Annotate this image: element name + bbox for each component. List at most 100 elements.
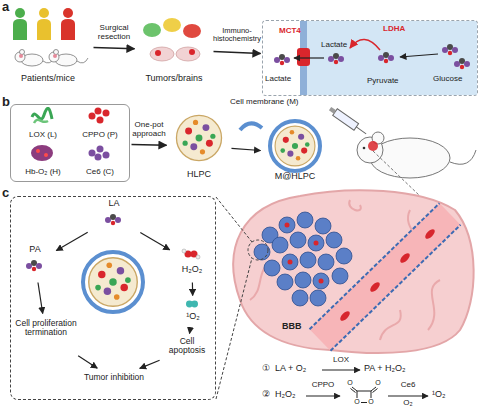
brain (233, 190, 473, 353)
panel-label: c (2, 186, 16, 200)
tumor-cluster (313, 273, 329, 289)
flow-arrow (131, 144, 166, 146)
ingredient-icons (89, 150, 96, 157)
edge-label: One-pot approach (129, 121, 169, 139)
dioxetanedione-structure (357, 391, 358, 398)
zoom-callout (216, 258, 252, 399)
tumor-cluster (279, 217, 295, 233)
cell-illustration (274, 54, 290, 65)
node-text: MCT4 (279, 27, 319, 36)
reagent-label: O₂ (388, 399, 428, 408)
reaction-text: LA + O₂ (275, 364, 321, 374)
cell-illustration (297, 48, 310, 66)
edge-label: Surgical resection (91, 24, 137, 42)
nanoparticles (89, 258, 138, 307)
flow-arrow (192, 282, 193, 295)
dioxetanedione-structure (373, 389, 378, 393)
enzyme-label: LOX (322, 356, 360, 365)
tumor-samples (176, 47, 200, 61)
nanoparticles (176, 115, 221, 160)
nanoparticles (270, 121, 320, 171)
mouse-icons (53, 54, 57, 58)
tumor-cluster (272, 237, 288, 253)
mouse (450, 150, 476, 164)
tumor-cluster (264, 260, 280, 276)
ingredient-icons (31, 145, 53, 161)
tumor-cluster (315, 218, 331, 234)
reaction-arrows (388, 395, 428, 396)
reaction-text: H₂O₂ (275, 390, 307, 400)
mouse-icons (54, 50, 59, 55)
reaction-text: PA + H₂O₂ (364, 364, 424, 374)
node-text: Tumors/brains (136, 74, 212, 84)
tumor-cluster (319, 279, 324, 284)
tumor-cluster (295, 272, 311, 288)
nanoparticles (275, 126, 315, 166)
node-text: M@HLPC (262, 172, 328, 182)
ingredient-item: CPPO (P) (73, 107, 127, 143)
node-text: H₂O₂ (171, 265, 213, 275)
mouse-icons (77, 58, 88, 63)
ingredient-box: LOX (L)CPPO (P)Hb-O₂ (H)Ce6 (C) (10, 104, 130, 182)
tumor-cluster (310, 290, 326, 306)
cell-illustration (307, 21, 477, 95)
outcome-node: Tumor inhibition (73, 369, 155, 389)
cell-illustration (378, 52, 394, 63)
tumor-cluster (300, 252, 316, 268)
ingredient-icons (97, 146, 104, 153)
flow-arrow (38, 282, 43, 313)
outcome-node: Cell apoptosis (161, 335, 213, 363)
flow-arrow (140, 360, 160, 368)
atom-label: O (374, 379, 382, 387)
reaction-arrows (306, 395, 340, 396)
molecule-node: ¹O₂ (173, 297, 213, 327)
cell-illustration (442, 44, 458, 55)
blood-vessel (339, 310, 352, 323)
flow-arrow (231, 148, 260, 150)
mouse (357, 132, 476, 178)
tumor-samples (183, 24, 201, 38)
patient-icons (37, 19, 51, 40)
box-molecules (105, 214, 121, 225)
nanoparticle-node: HLPC (168, 110, 230, 182)
node-text: Cell proliferation termination (13, 319, 79, 338)
barrier-label: BBB (282, 322, 308, 332)
blood-vessel (320, 214, 450, 340)
blood-vessel (310, 203, 461, 351)
mouse-icons (19, 54, 23, 58)
brain (428, 280, 440, 330)
node-text: Cell apoptosis (161, 337, 213, 356)
ingredient-icons (95, 108, 102, 115)
atom-label: O (353, 398, 361, 406)
tumor-cluster (290, 232, 306, 248)
syringe (328, 105, 369, 137)
box-molecules (186, 301, 198, 308)
tumor-cluster (292, 290, 308, 306)
box-molecules (26, 214, 200, 307)
panel-label: a (2, 0, 16, 14)
ingredient-item: Ce6 (C) (73, 144, 127, 180)
sample-group: Tumors/brains (136, 14, 212, 86)
tumor-samples (189, 49, 195, 55)
blood-vessel (369, 281, 382, 294)
node-text: Ce6 (C) (73, 168, 127, 177)
tumor-samples (155, 50, 161, 56)
tumor-samples (143, 18, 201, 61)
mechanism-box: LAPAH₂O₂¹O₂Cell proliferation terminatio… (10, 196, 216, 400)
mouse-icons (15, 50, 88, 67)
ingredient-icons (89, 113, 96, 120)
flow-arrow (78, 356, 97, 368)
dioxetanedione-structure (357, 391, 371, 392)
tumor-cluster (282, 254, 298, 270)
flow-arrow (213, 52, 260, 54)
reagent-label: CPPO (304, 381, 342, 390)
tumor-cluster (314, 241, 319, 246)
tumor-cluster (288, 260, 293, 265)
node-text: Hb-O₂ (H) (15, 168, 71, 177)
reaction-arrows (322, 369, 360, 370)
cell-illustration (454, 58, 470, 69)
tumor-cluster (308, 235, 324, 251)
ingredient-icons (32, 108, 52, 123)
